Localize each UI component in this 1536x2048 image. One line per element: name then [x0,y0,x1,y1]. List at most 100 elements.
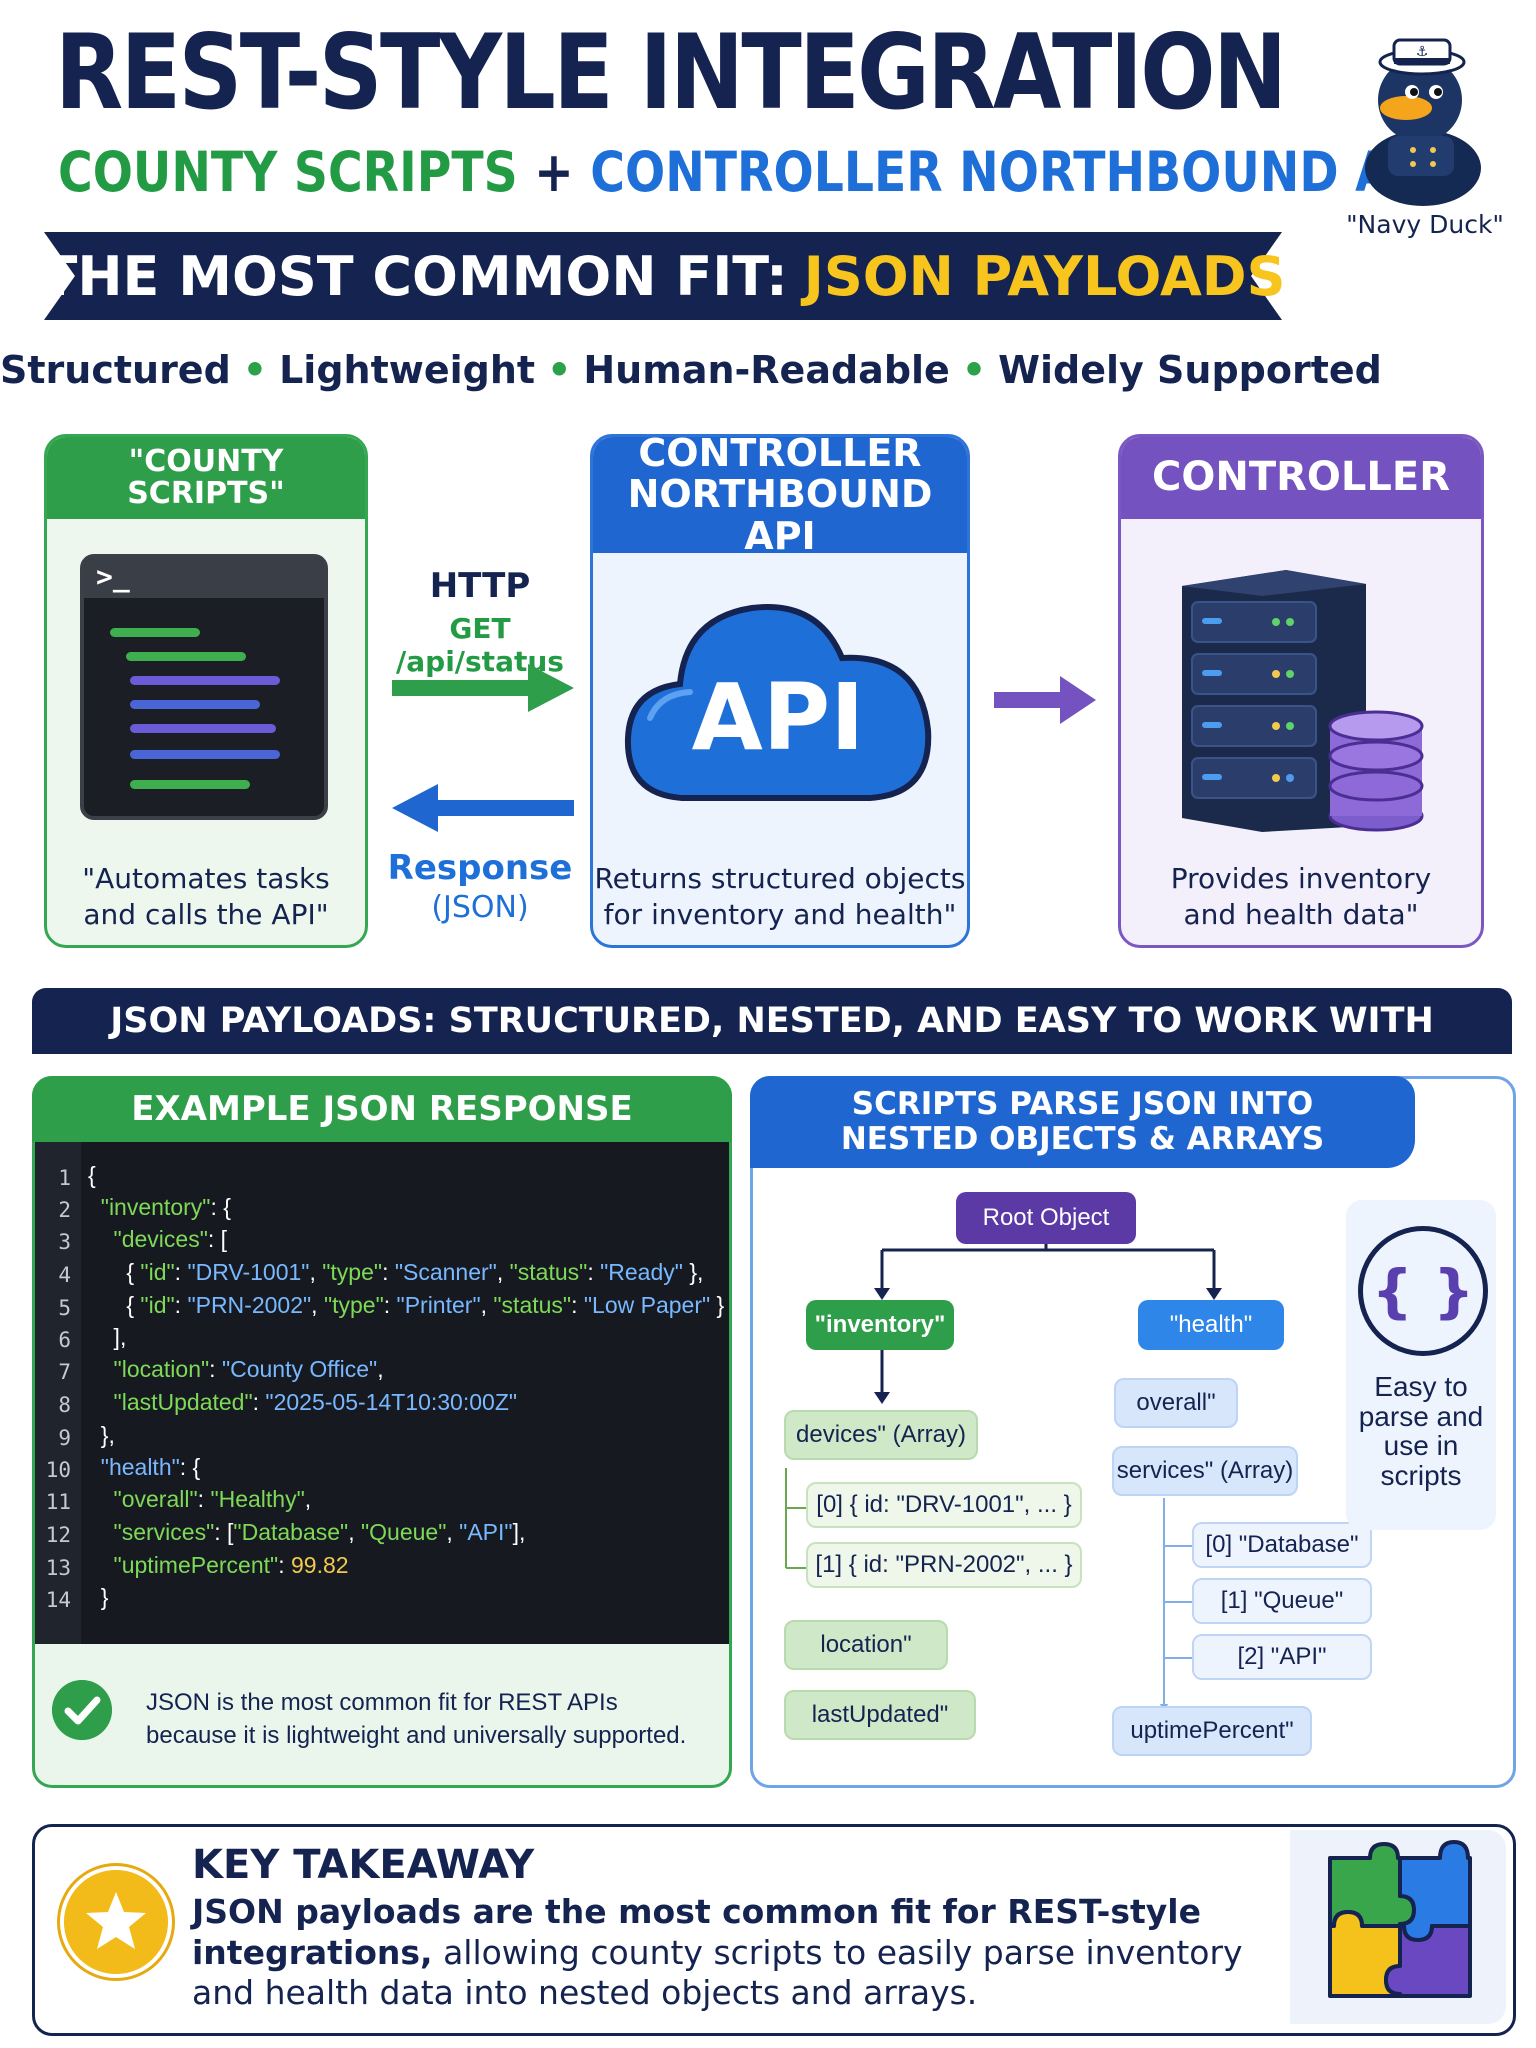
key-takeaway-body: JSON payloads are the most common fit fo… [192,1892,1292,2014]
tree-connectors [785,1220,1222,1714]
server-database-icon [1182,570,1424,832]
tagline-item: Widely Supported [998,348,1382,392]
line-number: 12 [45,1523,71,1547]
key-takeaway-rest: allowing county scripts to easily parse … [192,1932,1243,2013]
line-number: 9 [58,1426,71,1450]
line-number: 1 [58,1166,71,1190]
key-takeaway-lead: JSON payloads are the most common fit fo… [192,1892,1201,1972]
json-fit-note: JSON is the most common fit for REST API… [146,1686,686,1752]
line-number: 2 [58,1198,71,1222]
tree-service-item: [1] "Queue" [1192,1578,1372,1624]
line-number-gutter [35,1142,81,1644]
northbound-api-title-line1: CONTROLLER [638,434,922,476]
northbound-api-caption-line1: Returns structured objects [594,862,966,895]
subtitle-county-scripts: COUNTY SCRIPTS [58,140,518,204]
navy-duck-mascot-icon: ⚓ [1365,38,1481,206]
northbound-api-caption-line2: for inventory and health" [603,898,957,932]
tree-services-node: services" (Array) [1112,1446,1298,1496]
code-line-decor [130,700,260,709]
json-fit-note-line1: JSON is the most common fit for REST API… [146,1689,618,1716]
tree-overall-node: overall" [1114,1378,1238,1428]
terminal-window-icon [80,554,328,820]
line-number: 6 [58,1328,71,1352]
county-scripts-title-line2: SCRIPTS" [127,476,285,511]
tree-devices-node: devices" (Array) [784,1410,978,1460]
code-line: ], [88,1324,127,1350]
tagline-item: Lightweight [279,348,536,392]
code-line: "health": { [88,1454,201,1480]
subtitle-northbound-api: CONTROLLER NORTHBOUND API [590,140,1444,204]
line-number: 4 [58,1263,71,1287]
request-method-label: GET /api/status [396,612,564,678]
tree-service-item: [2] "API" [1192,1634,1372,1680]
response-label: Response [387,848,573,888]
line-number: 8 [58,1393,71,1417]
code-editor [35,1142,729,1644]
code-line-decor [130,780,250,789]
banner-prefix: THE MOST COMMON FIT: [40,244,788,308]
code-line: "uptimePercent": 99.82 [88,1552,349,1578]
tree-device-item: [0] { id: "DRV-1001", ... } [806,1482,1082,1528]
tagline-item: Structured [0,348,231,392]
line-number: 11 [45,1490,71,1514]
line-number: 7 [58,1360,71,1384]
page-title: REST-STYLE INTEGRATION [55,13,1287,133]
subtitle-plus: + [534,140,574,204]
puzzle-pieces-icon [1328,1840,1472,1998]
tagline: Structured•Lightweight•Human-Readable•Wi… [0,348,1382,392]
api-to-controller-arrow-icon [994,676,1096,724]
tree-device-item: [1] { id: "PRN-2002", ... } [806,1542,1082,1588]
line-number: 14 [45,1588,71,1612]
parse-tree-title-line2: NESTED OBJECTS & ARRAYS [840,1121,1325,1157]
response-format-label: (JSON) [431,890,529,925]
county-scripts-title-line1: "COUNTY [128,443,284,479]
controller-caption-line2: and health data" [1183,898,1419,932]
code-line: }, [88,1422,115,1448]
page-subtitle: COUNTY SCRIPTS + CONTROLLER NORTHBOUND A… [58,145,1444,200]
tagline-item: Human-Readable [583,348,950,392]
controller-title: CONTROLLER [1121,437,1481,519]
tree-lastupdated-node: lastUpdated" [784,1690,976,1740]
code-line: "inventory": { [88,1194,231,1220]
controller-caption-line1: Provides inventory [1170,862,1432,895]
response-arrow-icon [392,784,574,832]
county-scripts-caption-line2: and calls the API" [83,898,329,932]
line-number: 3 [58,1230,71,1254]
code-line: { "id": "DRV-1001", "type": "Scanner", "… [88,1259,704,1285]
request-protocol-label: HTTP [429,566,531,606]
line-number: 5 [58,1296,71,1320]
star-icon [60,1866,172,1978]
api-cloud-label: API [691,664,865,771]
terminal-prompt-icon: >_ [96,560,130,593]
controller-caption: Provides inventory and health data" [1121,861,1481,934]
code-line-decor [126,652,246,661]
code-line: "lastUpdated": "2025-05-14T10:30:00Z" [88,1389,518,1415]
easy-parse-text: Easy to parse and use in scripts [1358,1371,1484,1492]
tree-service-item: [0] "Database" [1192,1522,1372,1568]
banner-text: THE MOST COMMON FIT: JSON PAYLOADS [40,232,1286,320]
northbound-api-title-line2: NORTHBOUND API [627,472,933,558]
county-scripts-caption: "Automates tasks and calls the API" [47,861,365,934]
county-scripts-caption-line1: "Automates tasks [82,862,330,895]
line-number: 10 [45,1458,71,1482]
tree-health-node: "health" [1138,1300,1284,1350]
code-line: { [88,1162,96,1188]
key-takeaway-box [32,1824,1516,2036]
code-line-decor [130,676,280,685]
json-fit-note-line2: because it is lightweight and universall… [146,1722,687,1750]
tree-root-node: Root Object [956,1192,1136,1244]
tree-uptime-node: uptimePercent" [1112,1706,1312,1756]
api-cloud-icon [624,604,932,801]
terminal-titlebar [84,558,324,598]
code-line: { "id": "PRN-2002", "type": "Printer", "… [88,1292,725,1318]
mascot-label: "Navy Duck" [1346,210,1504,239]
line-number: 13 [45,1556,71,1580]
code-line-decor [130,750,280,759]
banner-highlight: JSON PAYLOADS [803,244,1286,308]
code-line-decor [110,628,200,637]
controller-panel: CONTROLLER Provides inventory and health… [1118,434,1484,948]
code-line: } [88,1584,109,1610]
